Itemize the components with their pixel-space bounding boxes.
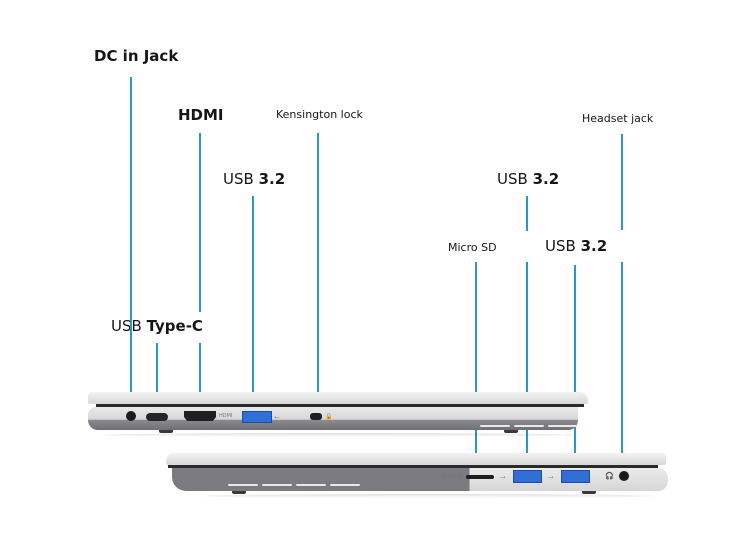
usb-prefix: USB [111,317,147,335]
laptop-base [172,468,668,491]
laptop-left-side-view: HDMI ⭠ 🔒 [84,392,592,442]
hdmi-port [184,411,216,421]
laptop-right-side-view: MicroSD ⭢ ⭢ 🎧 [164,453,672,503]
leader-line-hdmi [199,133,201,312]
label-usb-3-2-right-bottom: USB 3.2 [545,237,607,255]
vent [296,484,326,486]
leader-line-usb-a-left [252,196,254,393]
usb-prefix: USB [545,237,581,255]
leader-line-hdmi-lower [199,343,201,393]
usb-type: Type-C [146,317,203,335]
leader-line-usb-c [156,343,158,393]
hinge-gap [168,465,658,468]
lock-icon: 🔒 [325,413,333,420]
vent [330,484,360,486]
laptop-foot [159,430,173,433]
headset-icon: 🎧 [605,472,614,480]
vent [514,425,544,427]
laptop-lid [166,453,666,465]
micro-sd-slot [466,475,494,479]
label-hdmi: HDMI [178,106,224,124]
label-dc-in-jack: DC in Jack [94,47,179,65]
leader-line-dc-in [130,77,132,393]
headset-jack-port [619,471,629,481]
usb-a-port [561,470,590,483]
leader-line-usb-a-right-1-lower [526,262,528,455]
usb-symbol-icon: ⭢ [500,473,506,481]
usb-version: 3.2 [580,237,608,255]
leader-line-usb-a-right-2 [574,265,576,455]
vent [262,484,292,486]
kensington-lock-slot [310,413,322,420]
laptop-foot [232,491,246,494]
leader-line-micro-sd [475,262,477,455]
label-usb-3-2-right-top: USB 3.2 [497,170,559,188]
leader-line-kensington [317,133,319,393]
leader-line-usb-a-right-1 [526,196,528,231]
vent [548,425,578,427]
usb-version: 3.2 [258,170,286,188]
laptop-foot [582,491,596,494]
label-micro-sd: Micro SD [448,241,497,254]
leader-line-headset [621,134,623,230]
hinge-gap [96,404,584,407]
leader-line-headset-lower [621,262,623,455]
laptop-shadow [104,433,574,437]
usb-c-port [146,413,168,421]
usb-prefix: USB [497,170,533,188]
usb-prefix: USB [223,170,259,188]
usb-version: 3.2 [532,170,560,188]
label-usb-type-c: USB Type-C [111,317,203,335]
micro-sd-marking: MicroSD [442,474,463,480]
vent [480,425,510,427]
laptop-lid [88,392,588,404]
label-kensington-lock: Kensington lock [276,108,363,121]
usb-a-port [513,470,542,483]
vent [228,484,258,486]
label-headset-jack: Headset jack [582,112,654,125]
usb-a-port [242,411,272,423]
usb-symbol-icon: ⭠ [274,413,280,421]
label-usb-3-2-left: USB 3.2 [223,170,285,188]
dc-in-port [126,411,136,421]
usb-symbol-icon: ⭢ [548,473,554,481]
laptop-foot [504,430,518,433]
hdmi-marking: HDMI [219,413,233,419]
laptop-shadow [204,494,654,498]
